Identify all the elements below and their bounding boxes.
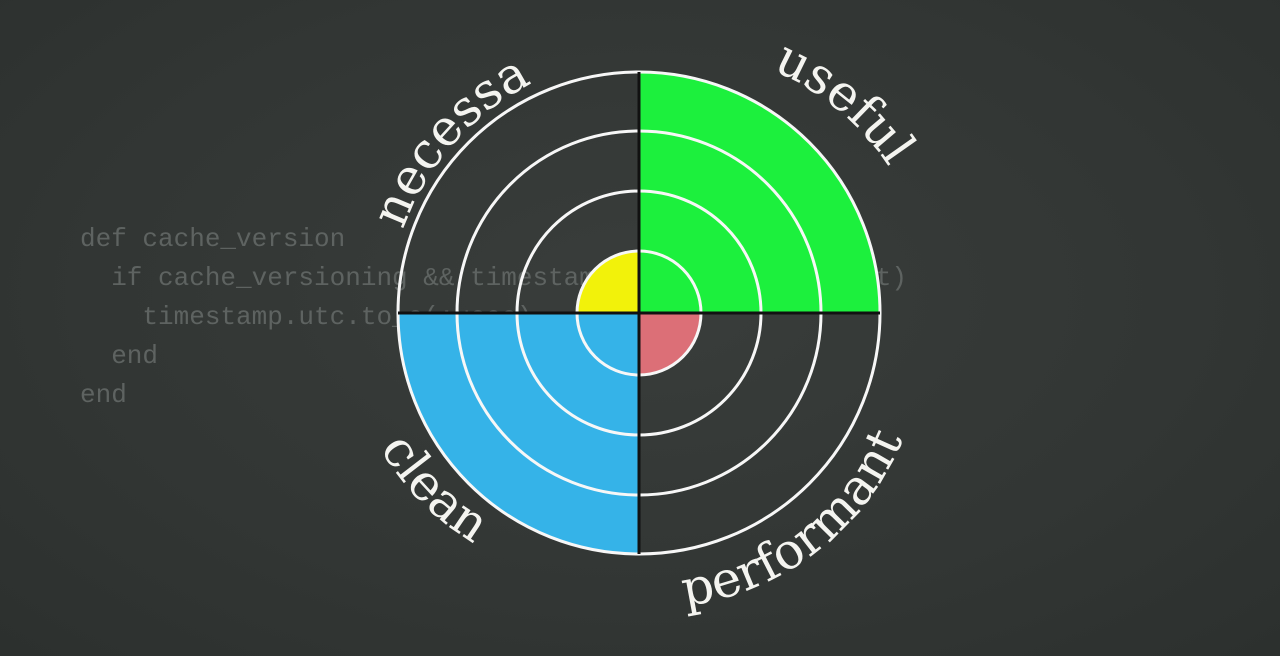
label-performant: performant bbox=[677, 420, 914, 618]
performant-fill bbox=[639, 313, 701, 375]
label-necessary: necessary bbox=[0, 0, 538, 235]
necessary-fill bbox=[577, 251, 639, 313]
useful-fill bbox=[639, 72, 880, 313]
code-line: end bbox=[80, 341, 159, 371]
quadrant-fills bbox=[398, 72, 880, 554]
code-line: end bbox=[80, 380, 127, 410]
code-line: def cache_version bbox=[80, 224, 346, 254]
axes bbox=[398, 72, 880, 554]
clean-fill bbox=[398, 313, 639, 554]
